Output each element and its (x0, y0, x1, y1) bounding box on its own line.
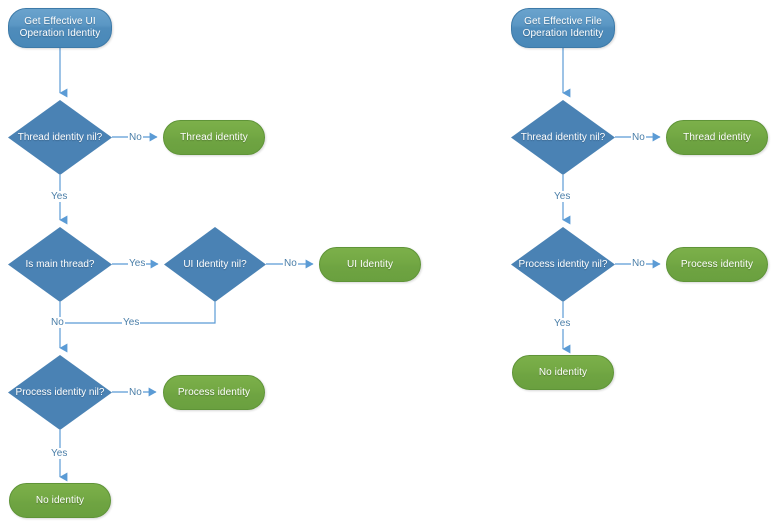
node-result-no-identity[interactable]: No identity (9, 483, 111, 518)
node-label: No identity (538, 366, 588, 378)
node-decision-file-thread-identity-nil[interactable]: Thread identity nil? (511, 100, 615, 175)
node-label: Get Effective File Operation Identity (522, 16, 604, 39)
node-label: Process identity nil? (518, 258, 608, 270)
node-result-file-thread-identity[interactable]: Thread identity (666, 120, 768, 155)
edge-label-file-thread-nil-yes: Yes (553, 191, 572, 202)
edge-label-process-nil-yes: Yes (50, 448, 69, 459)
node-result-file-process-identity[interactable]: Process identity (666, 247, 768, 282)
node-label: Get Effective UI Operation Identity (19, 16, 101, 39)
node-label: Thread identity (180, 131, 248, 143)
edge-label-ui-nil-no: No (283, 258, 298, 269)
edge-label-file-thread-nil-no: No (631, 132, 646, 143)
node-start-ui-operation[interactable]: Get Effective UI Operation Identity (8, 8, 112, 48)
edge-label-ui-nil-yes: Yes (122, 317, 141, 328)
node-label: Process identity (680, 258, 754, 270)
edge-label-file-process-nil-no: No (631, 258, 646, 269)
edge-label-thread-nil-yes: Yes (50, 191, 69, 202)
node-label: Thread identity (683, 131, 751, 143)
node-label: UI Identity nil? (183, 258, 247, 270)
node-start-file-operation[interactable]: Get Effective File Operation Identity (511, 8, 615, 48)
node-result-thread-identity[interactable]: Thread identity (163, 120, 265, 155)
node-label: Thread identity nil? (17, 131, 103, 143)
node-label: No identity (35, 494, 85, 506)
node-decision-ui-identity-nil[interactable]: UI Identity nil? (164, 227, 266, 302)
node-decision-process-identity-nil[interactable]: Process identity nil? (8, 355, 112, 430)
node-label: UI Identity (346, 258, 394, 270)
node-label: Process identity (177, 386, 251, 398)
edge-label-process-nil-no: No (128, 387, 143, 398)
edge-label-thread-nil-no: No (128, 132, 143, 143)
node-label: Is main thread? (25, 258, 95, 270)
node-label: Process identity nil? (15, 386, 105, 398)
node-decision-is-main-thread[interactable]: Is main thread? (8, 227, 112, 302)
node-label: Thread identity nil? (520, 131, 606, 143)
edge-label-main-thread-no: No (50, 317, 65, 328)
edge-label-main-thread-yes: Yes (128, 258, 147, 269)
node-result-process-identity[interactable]: Process identity (163, 375, 265, 410)
edge-label-file-process-nil-yes: Yes (553, 318, 572, 329)
node-result-file-no-identity[interactable]: No identity (512, 355, 614, 390)
node-result-ui-identity[interactable]: UI Identity (319, 247, 421, 282)
node-decision-thread-identity-nil[interactable]: Thread identity nil? (8, 100, 112, 175)
node-decision-file-process-identity-nil[interactable]: Process identity nil? (511, 227, 615, 302)
